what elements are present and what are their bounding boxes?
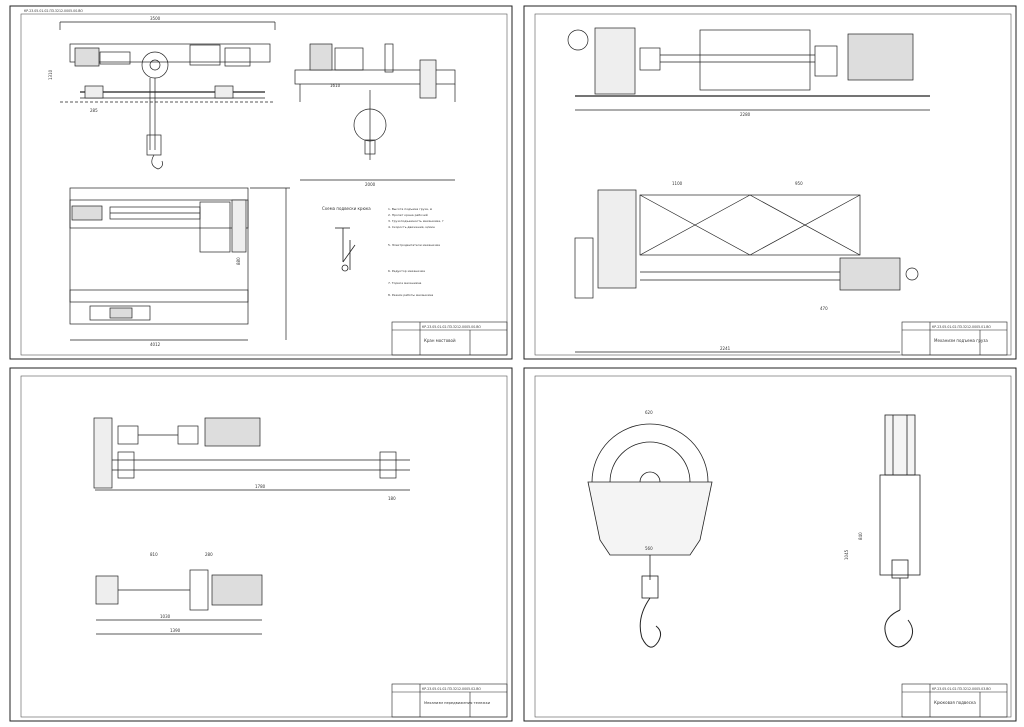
sheet-4-dim-840: 840 <box>858 532 863 540</box>
sheet-4: 620 560 1045 840 КР.23.05.01.02.ПЗ.3212.… <box>523 367 1017 722</box>
trolley-drive-view <box>93 417 410 491</box>
sheet-2-inner-frame <box>534 13 1012 356</box>
sheet-2-dim-1100: 1100 <box>672 181 683 186</box>
note-6: 6. Редуктор механизма <box>388 269 425 273</box>
sheet-1-stamp-code: КР.23.05.01.02.ПЗ.3212.0005.00.ВО <box>24 9 83 13</box>
sheet-1-diagram-title: Схема подвески крюка <box>322 206 371 211</box>
sheet-3-title: Механизм передвижения тележки <box>424 701 491 705</box>
note-3: 3. Грузоподъемность механизма, т <box>388 219 444 223</box>
crane-side-view <box>59 21 276 170</box>
sheet-4-dim-1045: 1045 <box>844 549 849 560</box>
sheet-1-dim-285: 285 <box>90 108 98 113</box>
sheet-2-dim-950: 950 <box>795 181 803 186</box>
sheet-2-dim-470: 470 <box>820 306 828 311</box>
sheet-2-code: КР.23.05.01.02.ПЗ.3212.0005.01.ВО <box>932 325 991 329</box>
sheet-3: 1780 180 810 280 1030 1390 КР.23.05.01.0… <box>9 367 513 722</box>
crane-plan-view <box>69 187 290 341</box>
sheet-1-notes: 1. Высота подъема груза, м 2. Пролет кра… <box>388 207 444 297</box>
note-4: 4. Скорость движения, м/мин <box>388 225 435 229</box>
sheet-3-code: КР.23.05.01.02.ПЗ.3212.0005.02.ВО <box>422 687 481 691</box>
sheet-2-dim-2241: 2241 <box>720 346 731 351</box>
sheet-3-title-block <box>391 683 508 718</box>
hook-block-front-view <box>587 423 713 648</box>
sheet-3-dim-280: 280 <box>205 552 213 557</box>
note-1: 1. Высота подъема груза, м <box>388 207 432 211</box>
sheet-3-dim-810: 810 <box>150 552 158 557</box>
sheet-1-dim-880: 880 <box>236 257 241 265</box>
sheet-1-code: КР.23.05.01.02.ПЗ.3212.0005.00.ВО <box>422 325 481 329</box>
hoist-plan-view <box>574 189 919 353</box>
hoist-side-view <box>567 27 930 111</box>
sheet-4-title-block <box>901 683 1008 718</box>
sheet-2-title-block <box>901 321 1008 356</box>
sheet-2-frame <box>523 5 1017 360</box>
sheet-1: КР.23.05.01.02.ПЗ.3212.0005.00.ВО 3500 1… <box>9 5 513 360</box>
sheet-1-dim-2200: 4012 <box>150 342 161 347</box>
note-2: 2. Пролет крана рабочий <box>388 213 428 217</box>
hook-block-side-view <box>879 414 921 648</box>
sheet-4-code: КР.23.05.01.02.ПЗ.3212.0005.03.ВО <box>932 687 991 691</box>
sheet-2-dim-2280: 2280 <box>740 112 751 117</box>
note-8: 8. Режим работы механизма <box>388 293 433 297</box>
sheet-1-dim-1610: 1610 <box>330 83 341 88</box>
sheet-1-title: Кран мостовой <box>424 338 456 343</box>
note-7: 7. Тормоз механизма <box>388 281 422 285</box>
sheet-2: 2280 1100 950 470 2241 КР.23.05.01.02.ПЗ… <box>523 5 1017 360</box>
sheet-1-dim-1310: 1310 <box>48 69 53 80</box>
rope-reeving-diagram <box>335 227 356 272</box>
sheet-1-title-block <box>391 321 508 356</box>
sheet-3-dim-1390: 1390 <box>170 628 181 633</box>
sheet-1-dim-3500: 3500 <box>150 16 161 21</box>
sheet-3-dim-1780: 1780 <box>255 484 266 489</box>
sheet-4-dim-560: 560 <box>645 546 653 551</box>
sheet-2-title: Механизм подъема груза <box>934 338 988 343</box>
sheet-3-frame <box>9 367 513 722</box>
note-5: 5. Электродвигатели механизма <box>388 243 440 247</box>
trolley-drive-plan <box>95 569 263 635</box>
sheet-3-inner-frame <box>20 375 508 718</box>
sheet-4-title: Крюковая подвеска <box>934 700 976 705</box>
crane-end-view <box>294 43 456 181</box>
sheet-4-dim-620: 620 <box>645 410 653 415</box>
sheet-3-dim-1030: 1030 <box>160 614 171 619</box>
sheet-4-inner-frame <box>534 375 1012 718</box>
sheet-1-frame <box>9 5 513 360</box>
sheet-3-dim-180: 180 <box>388 496 396 501</box>
sheet-4-frame <box>523 367 1017 722</box>
sheet-1-dim-2000: 2000 <box>365 182 376 187</box>
sheet-1-inner-frame <box>20 13 508 356</box>
